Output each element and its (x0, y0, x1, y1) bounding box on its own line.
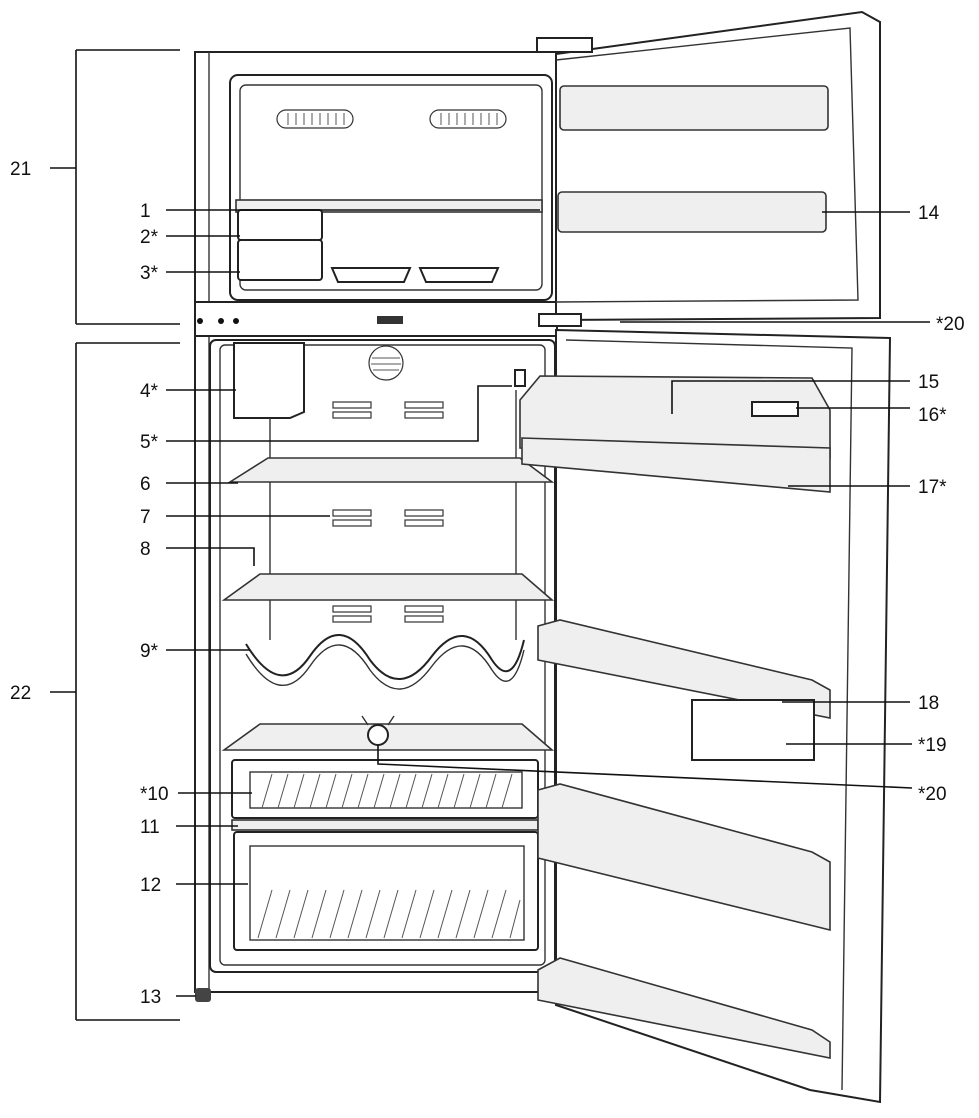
label-19: *19 (918, 735, 947, 756)
water-tank (233, 342, 305, 419)
ice-box (237, 209, 323, 241)
chiller-drawer (231, 759, 539, 819)
door-bin-middle (537, 619, 831, 719)
label-5: 5* (140, 432, 159, 453)
label-7: 7 (140, 507, 151, 528)
label-10: *10 (140, 784, 169, 805)
label-17: 17* (918, 477, 947, 498)
label-20-top: *20 (936, 314, 965, 335)
label-20-bottom: *20 (918, 784, 947, 805)
label-4: 4* (140, 381, 159, 402)
ice-cube-tray-left (330, 267, 412, 283)
label-22: 22 (10, 683, 31, 704)
label-13: 13 (140, 987, 161, 1008)
label-3: 3* (140, 263, 159, 284)
door-bin-bottom (537, 957, 831, 1059)
crisper-cover (231, 819, 539, 831)
vegetable-crisper (233, 831, 539, 951)
label-21: 21 (10, 159, 31, 180)
egg-holder (751, 401, 799, 417)
glass-shelf-middle (221, 573, 555, 601)
humidity-dial (367, 724, 389, 746)
label-8: 8 (140, 539, 151, 560)
fan-cover (368, 345, 404, 381)
label-1: 1 (140, 201, 151, 222)
freezer-door (536, 10, 881, 327)
ice-tray-box (237, 239, 323, 281)
label-18: 18 (918, 693, 939, 714)
label-6: 6 (140, 474, 151, 495)
label-12: 12 (140, 875, 161, 896)
ice-cube-tray-right (418, 267, 500, 283)
label-2: 2* (140, 227, 159, 248)
leader-lines (50, 49, 930, 1021)
label-9: 9* (140, 641, 159, 662)
label-14: 14 (918, 203, 940, 224)
glass-shelf-top (227, 457, 555, 483)
bottle-holder (691, 699, 815, 761)
label-16: 16* (918, 405, 947, 426)
door-bin-top (519, 375, 831, 459)
door-bin-upper (521, 437, 831, 493)
label-11: 11 (140, 817, 160, 838)
wine-rack (245, 634, 525, 680)
door-bin-lower (537, 783, 831, 932)
label-15: 15 (918, 372, 939, 393)
thermostat-knob (514, 369, 526, 387)
